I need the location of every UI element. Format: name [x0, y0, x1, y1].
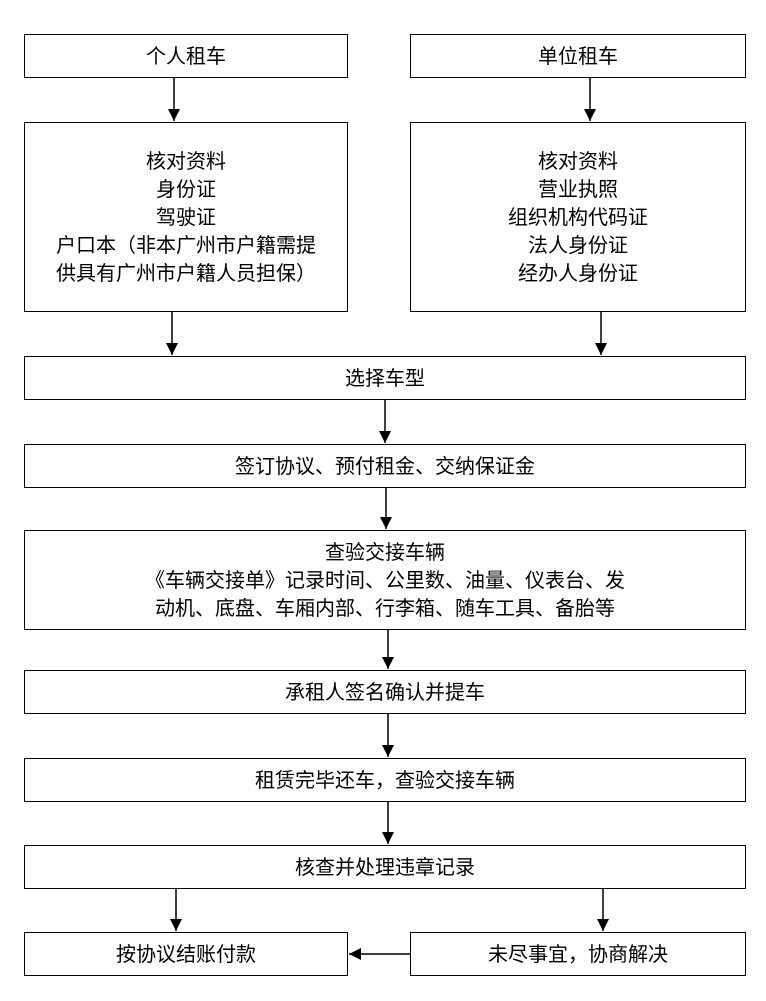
inspect-line: 《车辆交接单》记录时间、公里数、油量、仪表台、发 — [145, 568, 625, 592]
node-personal-documents: 核对资料 身份证 驾驶证 户口本（非本广州市户籍需提 供具有广州市户籍人员担保） — [24, 122, 348, 312]
doc-line: 驾驶证 — [156, 205, 216, 229]
doc-line: 组织机构代码证 — [508, 205, 648, 229]
node-title: 承租人签名确认并提车 — [285, 680, 485, 704]
doc-line: 户口本（非本广州市户籍需提 — [56, 233, 316, 257]
inspect-line: 查验交接车辆 — [325, 540, 445, 564]
doc-line: 供具有广州市户籍人员担保） — [56, 261, 316, 285]
node-check-violations: 核查并处理违章记录 — [24, 845, 746, 889]
doc-line: 营业执照 — [538, 177, 618, 201]
node-title: 选择车型 — [345, 366, 425, 390]
node-sign-agreement: 签订协议、预付租金、交纳保证金 — [24, 444, 746, 488]
doc-line: 核对资料 — [146, 149, 226, 173]
node-title: 签订协议、预付租金、交纳保证金 — [235, 454, 535, 478]
node-title: 个人租车 — [146, 44, 226, 68]
node-sign-confirm: 承租人签名确认并提车 — [24, 670, 746, 714]
doc-line: 核对资料 — [538, 149, 618, 173]
node-return-vehicle: 租赁完毕还车，查验交接车辆 — [24, 758, 746, 802]
doc-line: 经办人身份证 — [518, 261, 638, 285]
node-title: 按协议结账付款 — [116, 942, 256, 966]
node-company-documents: 核对资料 营业执照 组织机构代码证 法人身份证 经办人身份证 — [410, 122, 746, 312]
doc-line: 法人身份证 — [528, 233, 628, 257]
node-negotiate: 未尽事宜，协商解决 — [410, 932, 746, 976]
node-inspect-vehicle: 查验交接车辆 《车辆交接单》记录时间、公里数、油量、仪表台、发 动机、底盘、车厢… — [24, 530, 746, 630]
node-pay: 按协议结账付款 — [24, 932, 348, 976]
node-title: 核查并处理违章记录 — [295, 855, 475, 879]
inspect-line: 动机、底盘、车厢内部、行李箱、随车工具、备胎等 — [155, 596, 615, 620]
node-title: 未尽事宜，协商解决 — [488, 942, 668, 966]
node-title: 单位租车 — [538, 44, 618, 68]
node-choose-model: 选择车型 — [24, 356, 746, 400]
node-personal-rental: 个人租车 — [24, 34, 348, 78]
doc-line: 身份证 — [156, 177, 216, 201]
node-title: 租赁完毕还车，查验交接车辆 — [255, 768, 515, 792]
node-company-rental: 单位租车 — [410, 34, 746, 78]
